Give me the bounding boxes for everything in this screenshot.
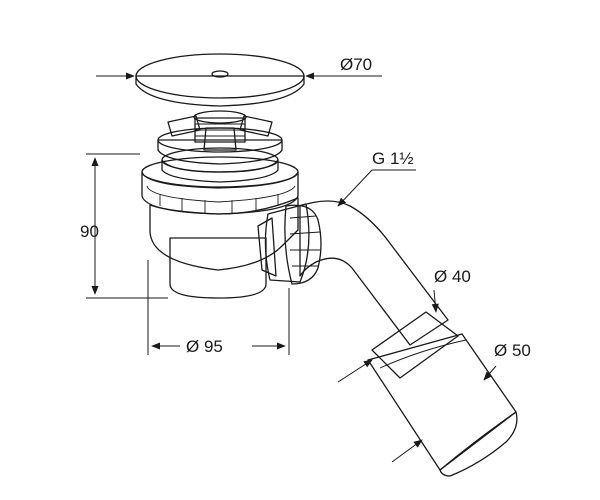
dimension-pipe: Ø 50 [391,341,531,463]
body-diameter-label: Ø 95 [186,337,223,356]
siphon-rim-band [141,171,299,215]
outlet-dim-leader [431,289,439,313]
outlet-stub [257,217,277,277]
outlet-diameter-label: Ø 40 [434,267,471,286]
outlet-pipe [367,311,518,477]
cover-plate-top [135,53,305,99]
pipe-end-face [439,411,518,477]
strainer-spindle-threads [195,123,245,137]
outlet-elbow [257,200,449,346]
siphon-rim-top [141,156,299,188]
pipe-dim-arrow-top [483,365,497,381]
thread-label: G 1½ [372,149,414,168]
pipe-dim-arrow-bottom [391,439,423,463]
cover-diameter-label: Ø70 [340,55,372,74]
strainer-spindle-cap [193,110,247,124]
outlet-nut [264,203,310,283]
strainer-spindle [194,117,246,143]
outlet-nut-front [284,204,322,285]
strainer-spoke-left [167,115,201,137]
cover-plate-hole [211,70,229,78]
dimension-cover: Ø70 [96,55,382,80]
elbow-pipe [299,200,449,346]
dimension-height: 90 [80,153,168,299]
cover-plate [135,53,305,107]
siphon-body [141,147,299,299]
outlet-dim-arrow-left [337,359,373,383]
siphon-rim-ridges [146,185,296,213]
pipe-reducer [371,311,459,379]
strainer-head [157,110,283,165]
siphon-collar-side [161,159,279,183]
pipe-diameter-label: Ø 50 [494,341,531,360]
cover-plate-edge [135,75,305,107]
strainer-spoke-right [239,115,273,137]
dimension-thread: G 1½ [337,149,416,207]
pipe-sleeve-line [379,339,467,369]
outlet-nut-ridges [289,215,321,267]
strainer-spoke-front [203,127,237,151]
siphon-lower-cylinder [169,237,267,299]
thread-dim-leader [337,169,373,207]
strainer-lower-disc [157,139,283,165]
dimension-outlet: Ø 40 [337,267,471,383]
height-label: 90 [80,222,99,241]
dimension-body: Ø 95 [147,260,290,356]
